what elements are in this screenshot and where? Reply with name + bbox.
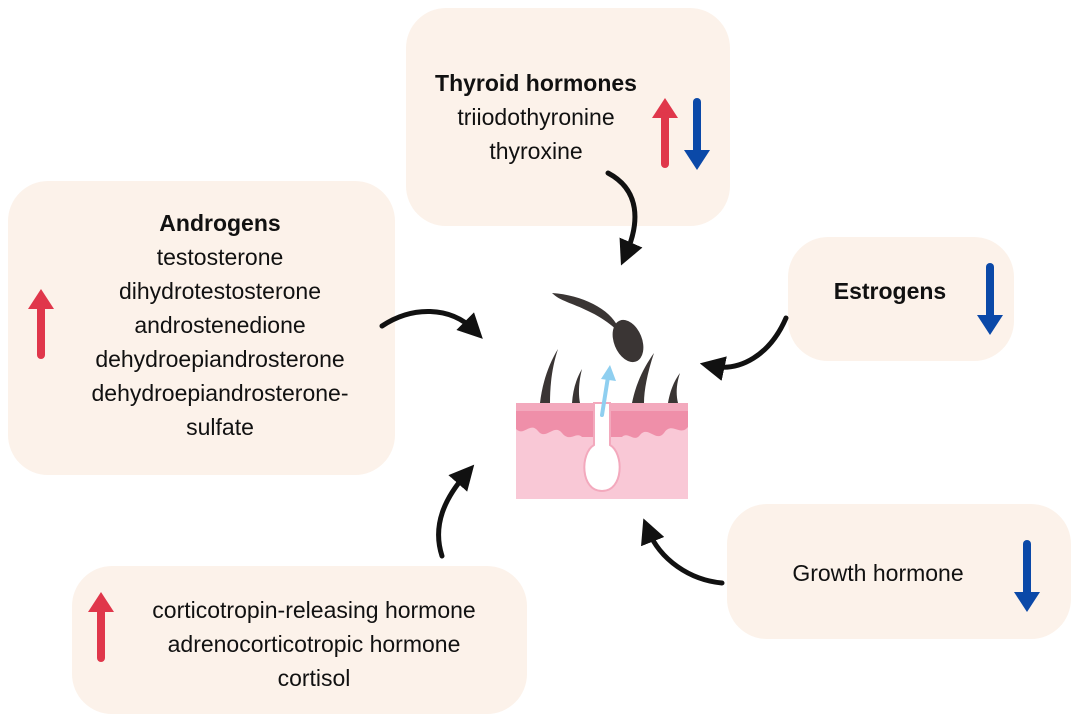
estrogens-connector-arrow bbox=[699, 315, 789, 381]
estrogens-title: Estrogens bbox=[833, 278, 947, 304]
androgens-title: Androgens bbox=[159, 210, 281, 236]
androgen-item: dehydroepiandrosterone bbox=[95, 346, 345, 372]
androgen-item: sulfate bbox=[186, 414, 254, 440]
androgen-item: dihydrotestosterone bbox=[118, 278, 321, 304]
androgens-connector-arrow bbox=[379, 309, 483, 339]
androgen-item: dehydroepiandrosterone- bbox=[91, 380, 349, 406]
androgens-box bbox=[8, 181, 395, 475]
stress-hormone-item: adrenocorticotropic hormone bbox=[167, 631, 461, 657]
thyroid-item: thyroxine bbox=[489, 138, 583, 164]
blue-down-arrow-icon bbox=[684, 98, 710, 170]
estrogens-box bbox=[788, 237, 1014, 361]
stress-hormone-item: cortisol bbox=[277, 665, 351, 691]
growth-hormone-text: Growth hormone bbox=[760, 556, 996, 590]
blue-down-arrow-icon bbox=[977, 263, 1003, 335]
thyroid-hormones-text: Thyroid hormones triiodothyronine thyrox… bbox=[416, 66, 656, 168]
stress-hormones-text: corticotropin-releasing hormone adrenoco… bbox=[115, 593, 513, 695]
red-up-arrow-icon bbox=[28, 289, 54, 359]
stress-hormone-item: corticotropin-releasing hormone bbox=[152, 597, 476, 623]
stress-hormones-box bbox=[72, 566, 527, 714]
estrogens-text: Estrogens bbox=[820, 274, 960, 308]
androgen-item: androstenedione bbox=[134, 312, 306, 338]
red-up-arrow-icon bbox=[88, 592, 114, 662]
growth-hormone-box bbox=[727, 504, 1071, 639]
thyroid-hormones-title: Thyroid hormones bbox=[435, 70, 637, 96]
androgens-text: Androgens testosterone dihydrotestostero… bbox=[60, 206, 380, 444]
red-up-arrow-icon bbox=[652, 98, 678, 168]
growth-connector-arrow bbox=[641, 518, 725, 586]
thyroid-connector-arrow bbox=[605, 170, 643, 266]
thyroid-item: triiodothyronine bbox=[457, 104, 615, 130]
hair-follicle-skin-icon bbox=[516, 293, 688, 499]
androgen-item: testosterone bbox=[156, 244, 284, 270]
blue-down-arrow-icon bbox=[1014, 540, 1040, 612]
growth-hormone-label: Growth hormone bbox=[792, 560, 964, 586]
stress-connector-arrow bbox=[436, 464, 475, 559]
